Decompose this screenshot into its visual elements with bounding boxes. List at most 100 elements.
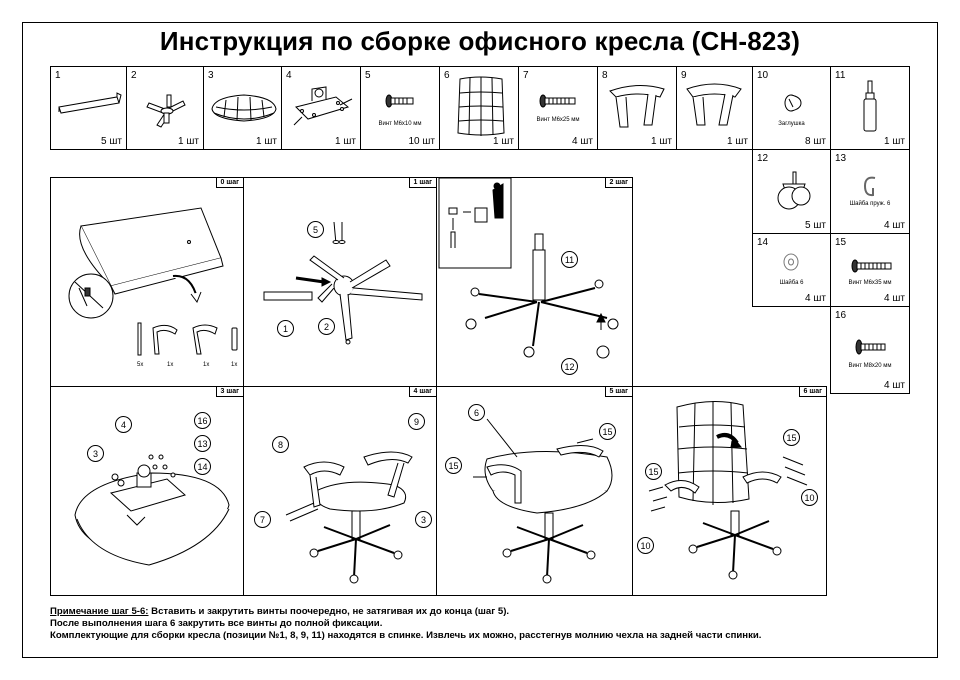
part-number: 8 [602,70,608,81]
count-label: 5x [137,362,144,368]
part-label: Винт М6х10 мм [378,121,422,127]
callout-marker: 10 [801,489,818,506]
part-number: 3 [208,70,214,81]
part-quantity: 1 шт [493,136,514,147]
flat-washer-icon [783,253,799,271]
part-cell-3: 3 1 шт [203,66,282,150]
step-panel-6: 6 шаг 15 15 10 10 [632,386,827,596]
part-quantity: 10 шт [408,136,435,147]
part-quantity: 4 шт [884,380,905,391]
part-number: 12 [757,153,769,164]
part-quantity: 4 шт [884,293,905,304]
count-label: 1x [203,362,210,368]
part-number: 5 [365,70,371,81]
part-quantity: 5 шт [805,220,826,231]
part-number: 1 [55,70,61,81]
callout-marker: 15 [445,457,462,474]
callout-marker: 10 [637,537,654,554]
part-cell-6: 6 1 шт [439,66,519,150]
part-cell-1: 1 5 шт [50,66,127,150]
callout-marker: 6 [468,404,485,421]
part-quantity: 4 шт [572,136,593,147]
callout-marker: 12 [561,358,578,375]
callout-marker: 13 [194,435,211,452]
gas-lift-icon [863,80,877,132]
callout-marker: 15 [783,429,800,446]
part-cell-11: 11 1 шт [830,66,910,150]
part-number: 13 [835,153,847,164]
step-panel-4: 4 шаг 8 9 7 3 [243,386,437,596]
callout-marker: 14 [194,458,211,475]
attach-legs-illustration [263,221,423,345]
callout-marker: 11 [561,251,578,268]
part-quantity: 5 шт [101,136,122,147]
fit-caps-illustration [648,400,808,580]
attach-armrests-illustration [285,451,413,584]
part-quantity: 1 шт [727,136,748,147]
part-number: 14 [757,237,769,248]
cap-plug-icon [784,94,802,112]
caster-wheel-icon [777,171,811,210]
part-number: 11 [835,70,846,81]
part-cell-4: 4 1 шт [281,66,361,150]
part-cell-5: 5 Винт М6х10 мм 10 шт [360,66,440,150]
screw-icon [539,94,576,108]
step-tag: 2 шаг [604,178,632,188]
mechanism-to-seat-illustration [74,454,230,566]
screw-icon [855,339,886,355]
part-label: Винт М8х20 мм [848,363,892,369]
callout-marker: 8 [272,436,289,453]
step-tag: 1 шаг [408,178,436,188]
callout-marker: 2 [318,318,335,335]
part-cell-8: 8 1 шт [597,66,677,150]
part-label: Шайба пруж. 6 [849,201,891,207]
part-number: 7 [523,70,529,81]
part-cell-12: 12 5 шт [752,149,831,234]
page-frame [22,22,938,658]
step-panel-5: 5 шаг 6 15 15 [436,386,633,596]
step-panel-3: 3 шаг 4 16 13 14 3 [50,386,244,596]
callout-marker: 15 [599,423,616,440]
part-number: 15 [835,237,847,248]
part-cell-14: 14 Шайба 6 4 шт [752,233,831,307]
part-label: Винт М6х35 мм [848,280,892,286]
install-gaslift-wheels-illustration [438,178,619,359]
count-label: 1x [167,362,174,368]
step-panel-2: 2 шаг 11 12 [436,177,633,387]
step-tag: 5 шаг [604,387,632,397]
part-quantity: 4 шт [884,220,905,231]
part-number: 10 [757,70,769,81]
step-panel-0: 0 шаг 5x 1x 1x 1x [50,177,244,387]
callout-marker: 1 [277,320,294,337]
part-label: Шайба 6 [779,280,804,286]
spring-washer-icon [863,176,876,197]
part-cell-15: 15 Винт М6х35 мм 4 шт [830,233,910,307]
callout-marker: 3 [87,445,104,462]
note-line-3: Комплектующие для сборки кресла (позиции… [50,630,762,641]
callout-marker: 7 [254,511,271,528]
part-quantity: 1 шт [651,136,672,147]
part-cell-16: 16 Винт М8х20 мм 4 шт [830,306,910,394]
callout-marker: 15 [645,463,662,480]
note-line-2: После выполнения шага 6 закрутить все ви… [50,618,383,629]
attach-backrest-illustration [473,418,613,584]
part-number: 6 [444,70,450,81]
part-cell-2: 2 1 шт [126,66,204,150]
armrest-bar-icon [58,92,122,114]
part-quantity: 1 шт [884,136,905,147]
part-number: 2 [131,70,137,81]
callout-marker: 3 [415,511,432,528]
star-base-icon [146,94,186,128]
part-quantity: 1 шт [335,136,356,147]
step-tag: 0 шаг [215,178,243,188]
armrest-left-icon [609,85,665,128]
callout-marker: 16 [194,412,211,429]
callout-marker: 9 [408,413,425,430]
screw-icon [851,259,892,273]
step-tag: 4 шаг [408,387,436,397]
note-line-1: Примечание шаг 5-6: Вставить и закрутить… [50,606,920,618]
callout-marker: 5 [307,221,324,238]
screw-icon [385,94,414,108]
part-cell-9: 9 1 шт [676,66,753,150]
step-tag: 3 шаг [215,387,243,397]
